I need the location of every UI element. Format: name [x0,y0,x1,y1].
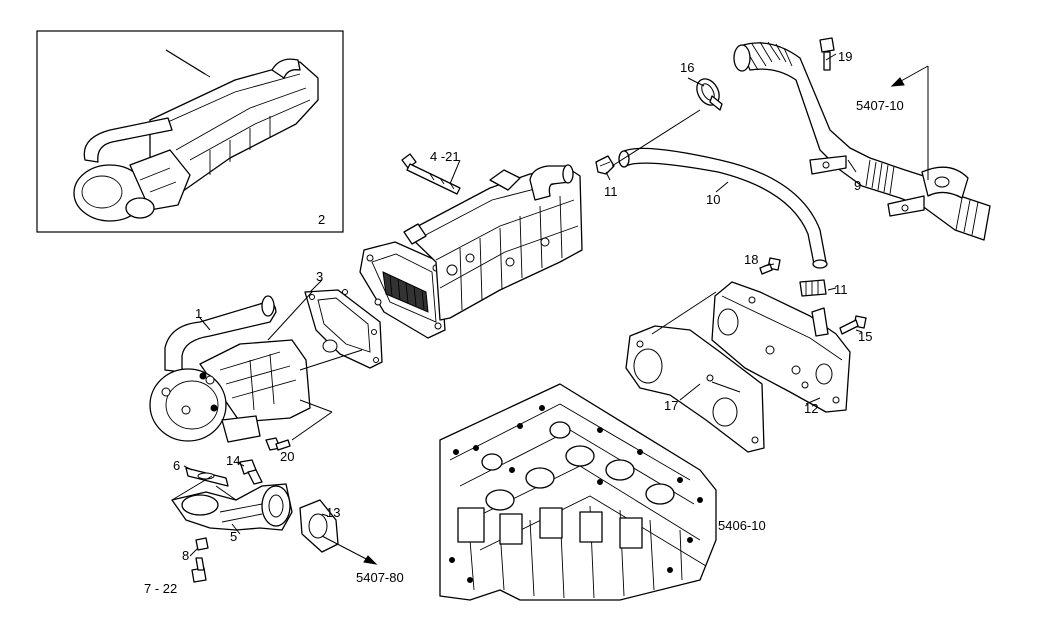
inset-assembly-view [36,30,344,233]
fitting-11-upper [595,155,615,175]
gasket-3 [304,289,383,369]
callouts: 1 2 3 4 -21 5 6 7 - 22 8 9 10 11 11 12 1… [144,49,904,596]
engine-block [439,383,717,601]
reference-arrows [321,65,929,565]
fitting-11-lower [799,279,827,297]
callout-3: 3 [316,269,323,284]
callout-13: 13 [326,505,340,520]
callout-16: 16 [680,60,694,75]
callout-11-upper: 11 [604,184,618,199]
egr-cooler [304,153,583,369]
inset-frame [36,30,344,233]
callout-19: 19 [838,49,852,64]
bolt-19 [819,37,835,71]
callout-5: 5 [230,529,237,544]
callout-20: 20 [280,449,294,464]
bolt-14 [239,459,263,485]
pipe-5 [171,483,293,531]
callout-6: 6 [173,458,180,473]
plug-8 [195,537,209,551]
bolt-4-21 [401,153,461,195]
cooler-flange [359,241,446,339]
gasket-17 [625,325,765,453]
ref-5407-10: 5407-10 [856,98,904,113]
leader-lines [171,53,863,557]
callout-2: 2 [318,212,325,227]
clamp-16 [696,78,723,111]
callout-18: 18 [744,252,758,267]
pipe-9 [733,41,991,241]
callout-14: 14 [226,453,240,468]
callout-7-22: 7 - 22 [144,581,177,596]
callout-11-lower: 11 [834,282,848,297]
callout-4-21: 4 -21 [430,149,460,164]
gasket-6 [185,467,229,487]
cooler-body [403,167,583,321]
bolt-20 [265,437,291,451]
cooler-outlet-elbow [529,164,574,201]
bolt-7-22 [191,557,207,583]
ref-5407-80: 5407-80 [356,570,404,585]
hose-10 [618,147,828,269]
callout-8: 8 [182,548,189,563]
callout-12: 12 [804,401,818,416]
callout-1: 1 [195,306,202,321]
ref-5406-10: 5406-10 [718,518,766,533]
callout-10: 10 [706,192,720,207]
callout-9: 9 [854,178,861,193]
callout-17: 17 [664,398,678,413]
bolt-18 [759,257,781,275]
bolt-15 [839,315,867,335]
callout-15: 15 [858,329,872,344]
oil-cooler-12 [711,281,851,413]
egr-valve-1 [149,295,311,443]
